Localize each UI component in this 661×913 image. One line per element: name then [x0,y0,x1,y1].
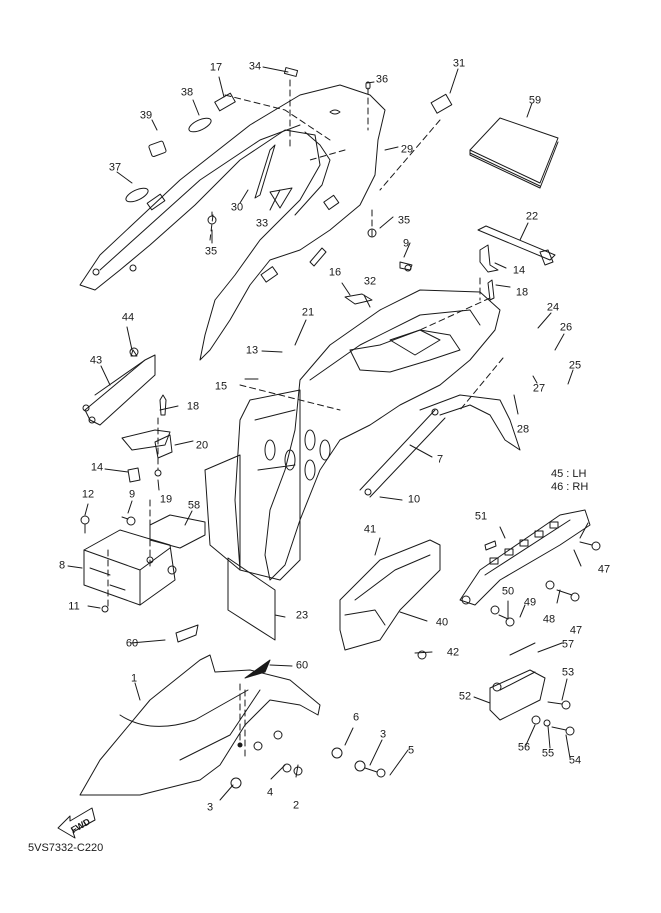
callout-28: 28 [516,423,530,436]
callout-13: 13 [245,344,259,357]
callout-36: 36 [375,73,389,86]
callout-5: 5 [407,744,415,757]
callout-3: 3 [379,728,387,741]
side-note-lh: 45 : LH [551,468,587,480]
callout-52: 52 [458,690,472,703]
bracket-part [121,394,173,483]
callout-30: 30 [230,201,244,214]
callout-39: 39 [139,109,153,122]
callout-44: 44 [121,311,135,324]
callout-48: 48 [542,613,556,626]
callout-51: 51 [474,510,488,523]
callout-9: 9 [402,237,410,250]
assembly-lines [107,79,504,761]
callout-43: 43 [89,354,103,367]
callout-6: 6 [352,711,360,724]
flap-part [227,557,276,641]
callout-1: 1 [130,672,138,685]
callout-37: 37 [108,161,122,174]
callout-22: 22 [525,210,539,223]
callout-60: 60 [295,659,309,672]
callout-47: 47 [569,624,583,637]
callout-35: 35 [397,214,411,227]
mount-bracket-part [489,642,575,736]
callout-29: 29 [400,143,414,156]
seat-cowl-part [79,84,386,361]
lower-cover-part [339,539,441,660]
callout-34: 34 [248,60,262,73]
callout-8: 8 [58,559,66,572]
fwd-arrow-icon: FWD [57,807,96,839]
callout-14: 14 [90,461,104,474]
callout-54: 54 [568,754,582,767]
small-parts [125,67,453,305]
callout-57: 57 [561,638,575,651]
callout-2: 2 [292,799,300,812]
callout-59: 59 [528,94,542,107]
callout-10: 10 [407,493,421,506]
reference-code: 5VS7332-C220 [28,842,104,854]
callout-55: 55 [541,747,555,760]
callout-38: 38 [180,86,194,99]
callout-27: 27 [532,382,546,395]
callout-12: 12 [81,488,95,501]
callout-7: 7 [436,453,444,466]
callout-21: 21 [301,306,315,319]
callout-17: 17 [209,61,223,74]
callout-9: 9 [128,488,136,501]
callout-32: 32 [363,275,377,288]
callout-40: 40 [435,616,449,629]
callout-20: 20 [195,439,209,452]
side-cover-part [82,347,156,426]
callout-26: 26 [559,321,573,334]
callout-14: 14 [512,264,526,277]
callout-42: 42 [446,646,460,659]
callout-16: 16 [328,266,342,279]
battery-cover-part [149,514,206,549]
callout-4: 4 [266,786,274,799]
callout-47: 47 [597,563,611,576]
callout-50: 50 [501,585,515,598]
callout-33: 33 [255,217,269,230]
callout-56: 56 [517,741,531,754]
footrest-bracket-part [459,509,601,627]
side-note-rh: 46 : RH [551,481,589,493]
callout-23: 23 [295,609,309,622]
callout-24: 24 [546,301,560,314]
callout-35: 35 [204,245,218,258]
callout-3: 3 [206,801,214,814]
callout-18: 18 [515,286,529,299]
callout-19: 19 [159,493,173,506]
callout-15: 15 [214,380,228,393]
rear-fender-part [204,289,521,581]
callout-60: 60 [125,637,139,650]
callout-31: 31 [452,57,466,70]
callout-41: 41 [363,523,377,536]
leader-lines [67,66,589,801]
callout-53: 53 [561,666,575,679]
callout-18: 18 [186,400,200,413]
callout-25: 25 [568,359,582,372]
callout-11: 11 [68,600,80,613]
strap-part [477,225,556,301]
front-fender-part [79,624,386,796]
manual-book-part [469,117,559,189]
callout-49: 49 [523,596,537,609]
side-note: 45 : LH 46 : RH [551,468,588,494]
battery-box-part [80,515,177,613]
callout-58: 58 [187,499,201,512]
